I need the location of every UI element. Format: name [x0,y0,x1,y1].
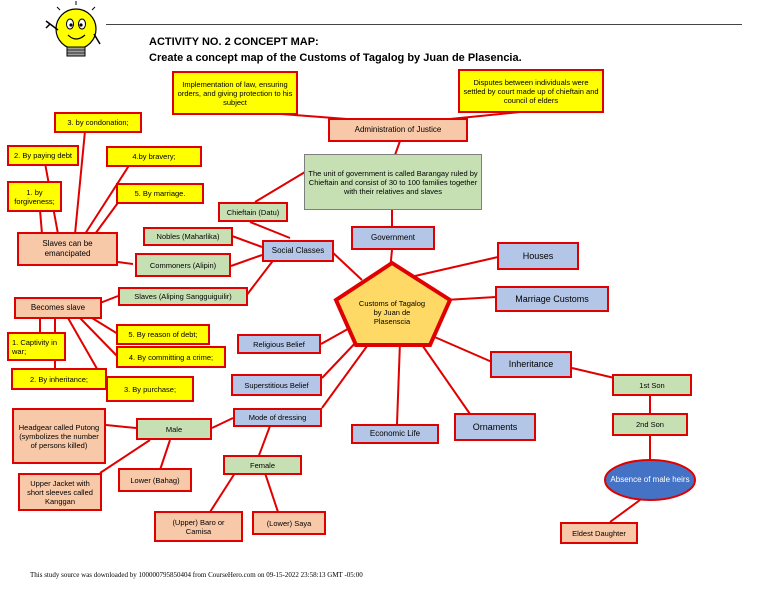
node-first-son: 1st Son [612,374,692,396]
node-headgear: Headgear called Putong (symbolizes the n… [12,408,106,464]
node-mode-dressing: Mode of dressing [233,408,322,427]
node-barangay: The unit of government is called Baranga… [304,154,482,210]
node-bravery: 4.by bravery; [106,146,202,167]
node-marriage-customs: Marriage Customs [495,286,609,312]
node-social-classes: Social Classes [262,240,334,262]
node-slaves-emancipated: Slaves can be emancipated [17,232,118,266]
node-lower-bahag: Lower (Bahag) [118,468,192,492]
node-government: Government [351,226,435,250]
header-rule [106,24,742,25]
node-inheritance: Inheritance [490,351,572,378]
node-becomes-slave: Becomes slave [14,297,102,319]
node-administration: Administration of Justice [328,118,468,142]
node-lower-saya: (Lower) Saya [252,511,326,535]
node-disputes: Disputes between individuals were settle… [458,69,604,113]
node-male: Male [136,418,212,440]
node-condonation: 3. by condonation; [54,112,142,133]
node-reason-debt: 5. By reason of debt; [116,324,210,345]
node-committing-crime: 4. By committing a crime; [116,346,226,368]
node-absence-heirs: Absence of male heirs [610,475,690,485]
node-eldest-daughter: Eldest Daughter [560,522,638,544]
activity-title: ACTIVITY NO. 2 CONCEPT MAP: [149,36,319,48]
download-footer: This study source was downloaded by 1000… [30,571,363,579]
node-nobles: Nobles (Maharlika) [143,227,233,246]
node-paying-debt: 2. By paying debt [7,145,79,166]
center-topic: Customs of Tagalog by Juan de Plasenscia [358,298,426,326]
node-upper-baro: (Upper) Baro or Camisa [154,511,243,542]
node-by-marriage: 5. By marriage. [116,183,204,204]
node-economic-life: Economic Life [351,424,439,444]
node-superstitious-belief: Superstitious Belief [231,374,322,396]
node-second-son: 2nd Son [612,413,688,436]
node-forgiveness: 1. by forgiveness; [7,181,62,212]
node-slaves: Slaves (Aliping Sangguiguilir) [118,287,248,306]
node-captivity: 1. Captivity in war; [7,332,66,361]
node-by-inheritance: 2. By inheritance; [11,368,107,390]
node-ornaments: Ornaments [454,413,536,441]
node-houses: Houses [497,242,579,270]
node-chieftain: Chieftain (Datu) [218,202,288,222]
node-commoners: Commoners (Alipin) [135,253,231,277]
node-female: Female [223,455,302,475]
node-upper-jacket: Upper Jacket with short sleeves called K… [18,473,102,511]
node-implementation: Implementation of law, ensuring orders, … [172,71,298,115]
node-by-purchase: 3. By purchase; [106,376,194,402]
node-religious-belief: Religious Belief [237,334,321,354]
activity-instruction: Create a concept map of the Customs of T… [149,52,522,64]
